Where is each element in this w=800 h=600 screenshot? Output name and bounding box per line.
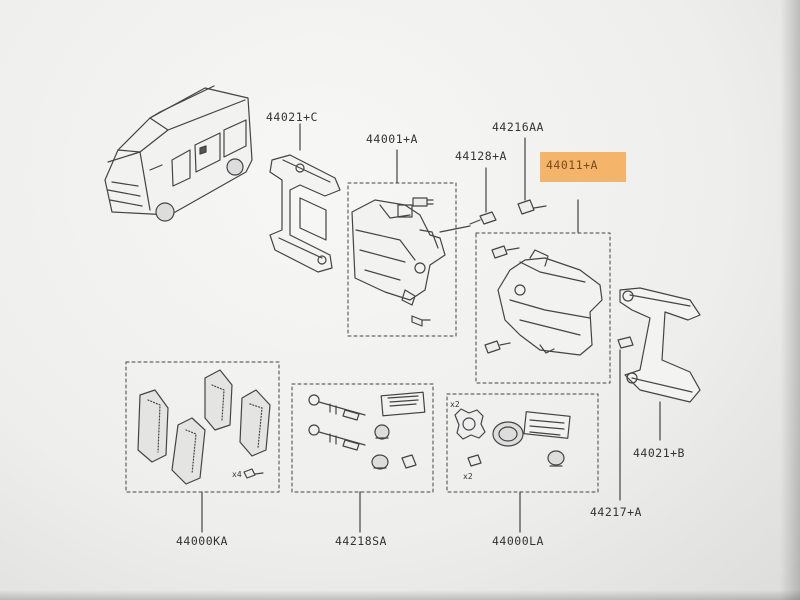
left-bracket-drawing — [269, 154, 341, 273]
label-44000la: 44000LA — [492, 534, 544, 548]
brake-pads-drawing — [137, 369, 271, 485]
van-illustration — [104, 85, 253, 222]
seal-kit-box — [446, 393, 599, 493]
label-44021c: 44021+C — [266, 110, 318, 124]
caliper-box-left — [347, 182, 457, 337]
right-caliper-drawing — [484, 245, 603, 356]
label-44021b: 44021+B — [633, 446, 685, 460]
monitor-bottom-shadow — [0, 590, 800, 600]
caliper-box-right — [475, 232, 611, 384]
label-44216aa: 44216AA — [492, 120, 544, 134]
guide-pin-kit-drawing — [308, 391, 426, 470]
label-44218sa: 44218SA — [335, 534, 387, 548]
label-44128a: 44128+A — [455, 149, 507, 163]
monitor-edge-shadow — [780, 0, 800, 600]
seal-kit-drawing — [454, 408, 571, 467]
label-44000ka: 44000KA — [176, 534, 228, 548]
guide-pin-box — [291, 383, 434, 493]
qty-seal-ring: x2 — [450, 400, 460, 409]
left-caliper-drawing — [351, 197, 446, 327]
label-44001a: 44001+A — [366, 132, 418, 146]
label-44217a: 44217+A — [590, 505, 642, 519]
qty-seal-bolts: x2 — [463, 472, 473, 481]
guide-bolt-drawing — [517, 137, 547, 215]
qty-pads-bolts: x4 — [232, 470, 242, 479]
label-44011a-highlighted: 44011+A — [540, 152, 626, 182]
right-bracket-drawing — [617, 287, 701, 501]
bleeder-bolt-drawing — [439, 167, 497, 233]
